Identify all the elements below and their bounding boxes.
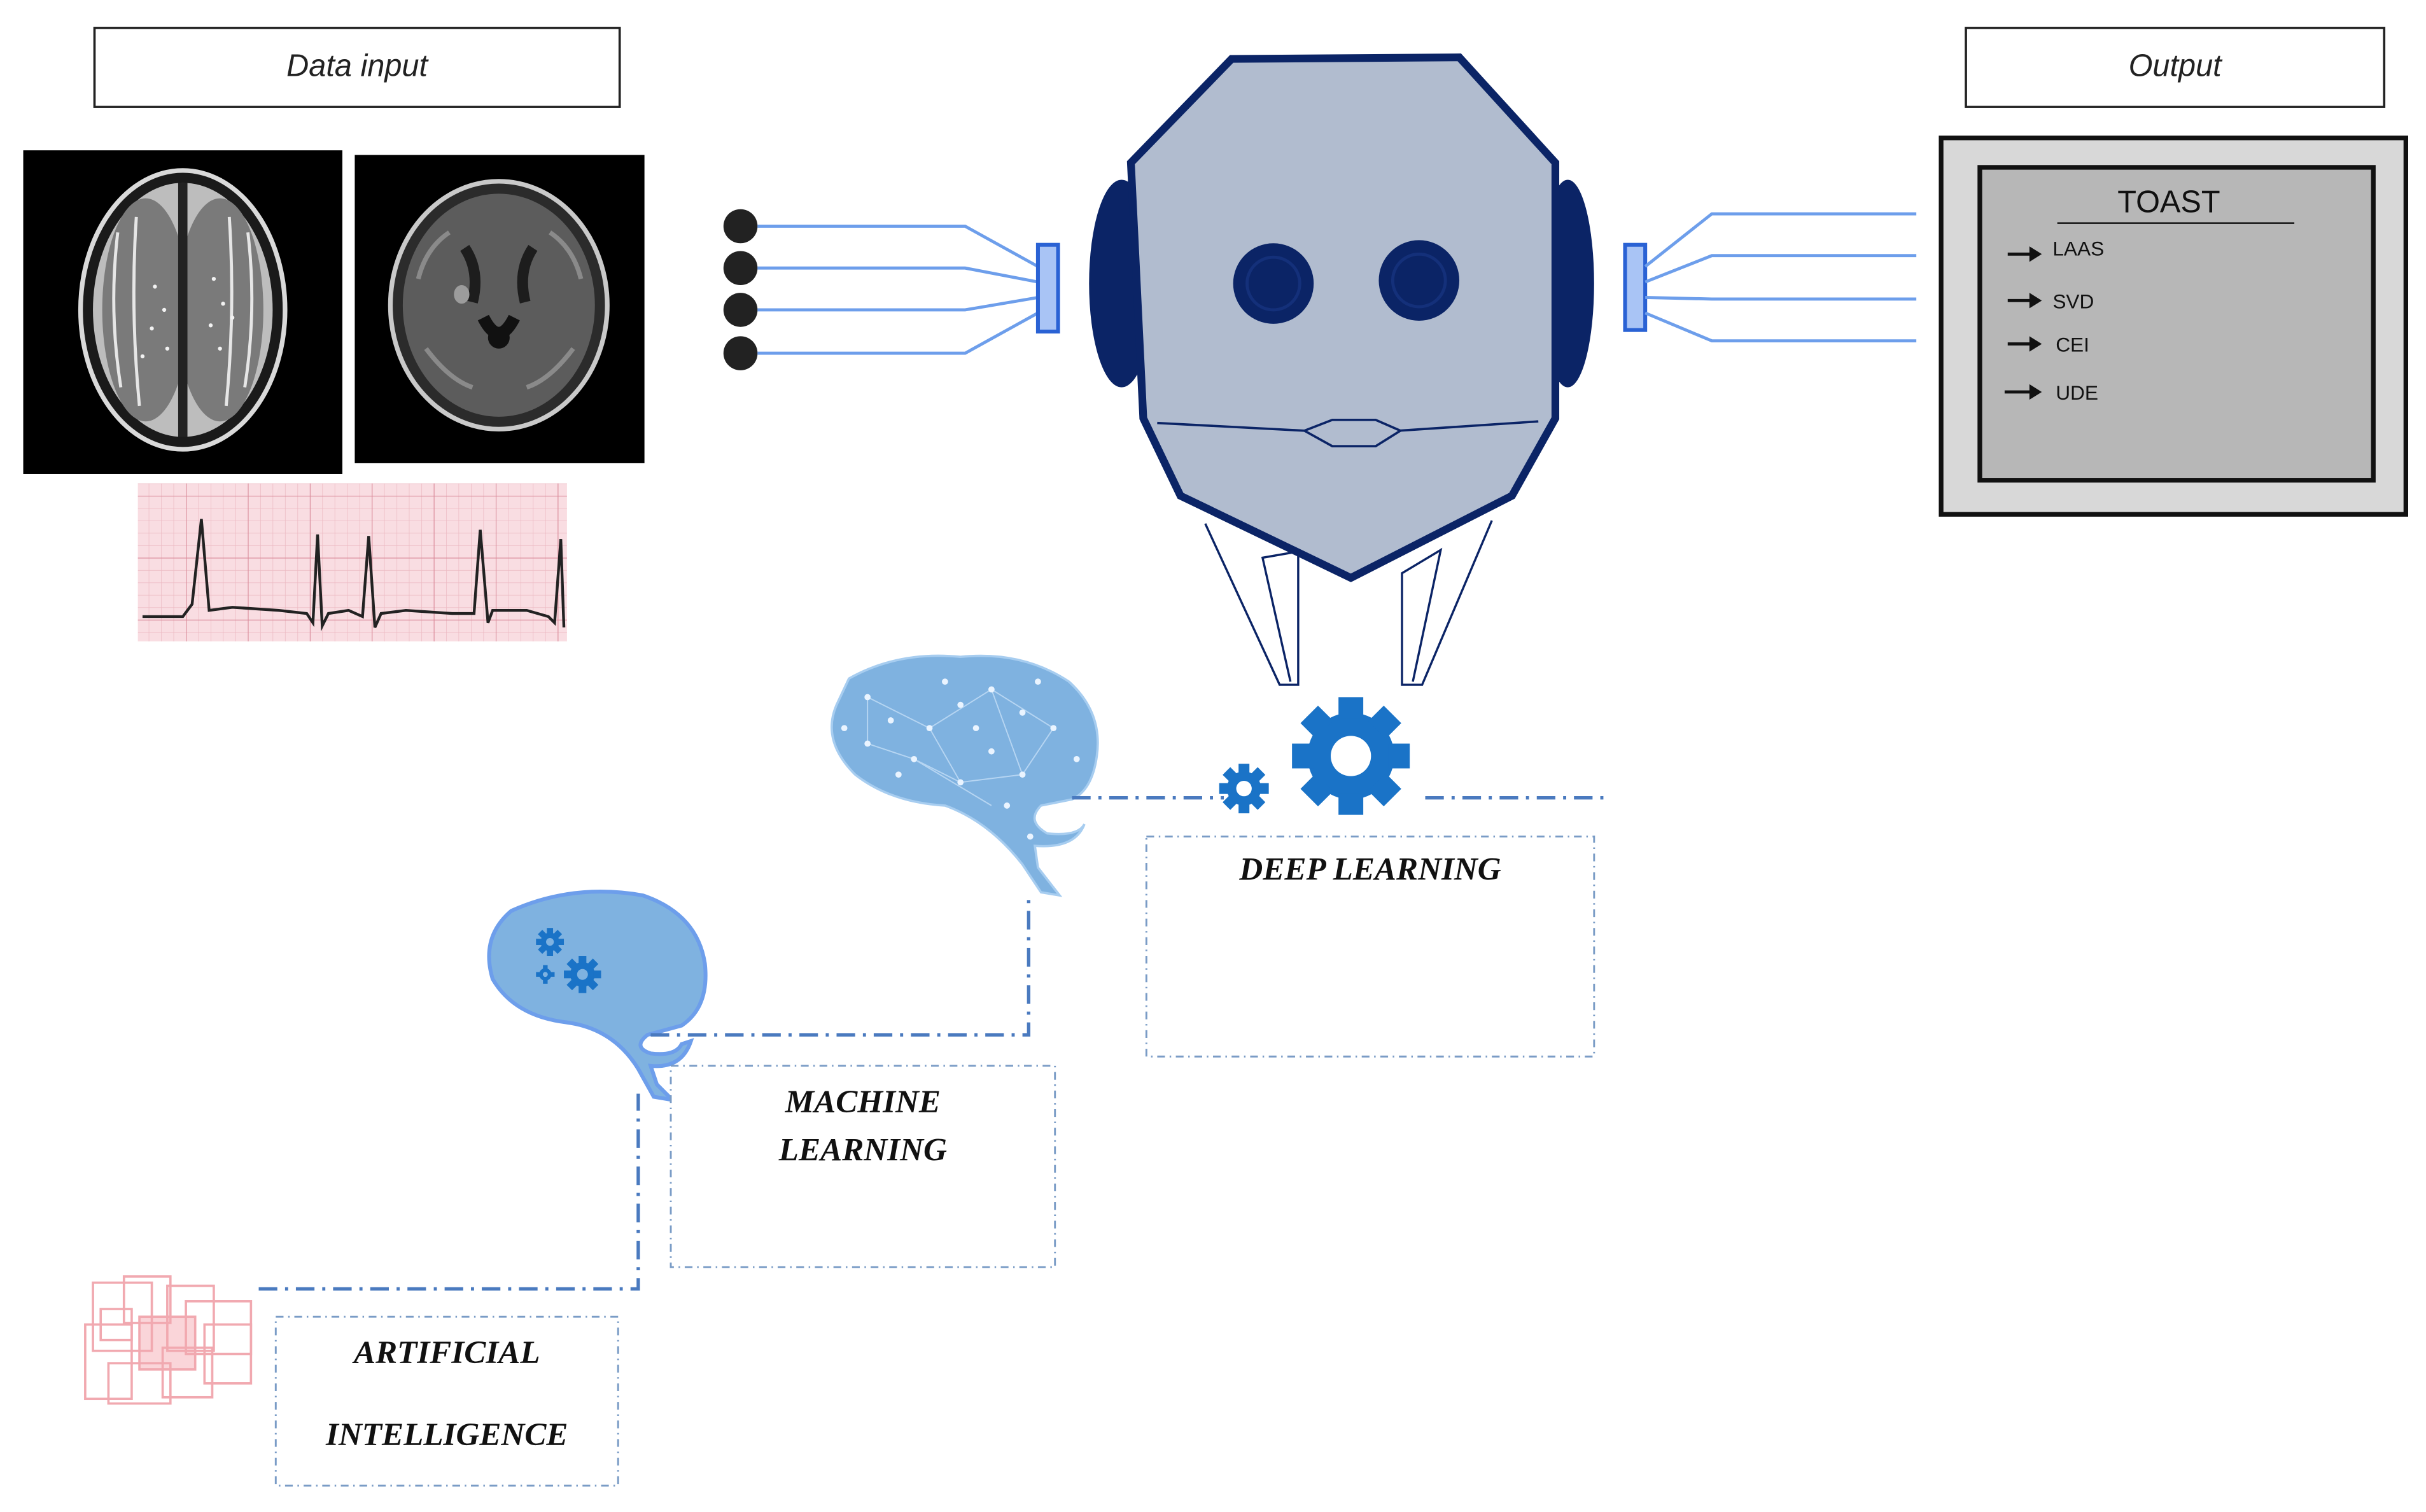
input-connectors <box>723 209 1060 370</box>
arrow-right-icon <box>2007 336 2042 352</box>
toast-item-label: SVD <box>2052 290 2094 313</box>
toast-item-svd: SVD <box>2007 290 2094 313</box>
output-monitor: TOAST LAAS SVD CEI UDE <box>1939 136 2409 517</box>
input-node-2 <box>723 251 758 285</box>
brain-icon <box>487 890 708 1103</box>
toast-list: LAAS SVD CEI UDE <box>2004 237 2104 404</box>
deep-learning-label: DEEP LEARNING <box>1238 851 1501 888</box>
ecg-strip <box>137 483 567 641</box>
machine-learning-label-line1: MACHINE <box>785 1084 941 1120</box>
toast-item-cei: CEI <box>2007 333 2089 356</box>
small-gear-icon <box>1219 764 1269 814</box>
input-node-1 <box>723 209 758 244</box>
chip-icon <box>84 1275 253 1405</box>
toast-item-ude: UDE <box>2004 381 2098 404</box>
toast-item-label: CEI <box>2056 333 2089 356</box>
machine-learning-box: MACHINE LEARNING <box>670 1065 1056 1268</box>
deep-learning-box: DEEP LEARNING <box>1145 836 1595 1058</box>
output-connectors <box>1623 212 1917 343</box>
machine-learning-label-line2: LEARNING <box>778 1131 947 1168</box>
input-plug <box>1035 242 1060 334</box>
mri-image-2 <box>354 155 645 463</box>
toast-title: TOAST <box>2117 185 2220 220</box>
mri-image-1 <box>23 150 342 474</box>
toast-item-laas: LAAS <box>2007 237 2104 262</box>
data-input-header: Data input <box>93 27 621 108</box>
network-brain-icon <box>831 654 1099 897</box>
toast-item-label: UDE <box>2056 381 2098 404</box>
robot-head-icon <box>1089 53 1594 686</box>
output-header: Output <box>1965 27 2386 108</box>
data-input-label: Data input <box>286 48 429 83</box>
arrow-right-icon <box>2007 246 2042 262</box>
artificial-intelligence-box: ARTIFICIAL INTELLIGENCE <box>274 1315 619 1487</box>
artificial-intelligence-label-line2: INTELLIGENCE <box>325 1417 568 1453</box>
output-plug <box>1623 242 1648 332</box>
output-label: Output <box>2129 48 2224 83</box>
gear-icon <box>1292 697 1410 815</box>
arrow-right-icon <box>2007 293 2042 309</box>
connector-lines <box>258 796 1604 1291</box>
input-node-3 <box>723 293 758 327</box>
artificial-intelligence-label-line1: ARTIFICIAL <box>352 1334 540 1371</box>
input-node-4 <box>723 336 758 370</box>
arrow-right-icon <box>2004 384 2042 400</box>
toast-item-label: LAAS <box>2052 237 2104 260</box>
